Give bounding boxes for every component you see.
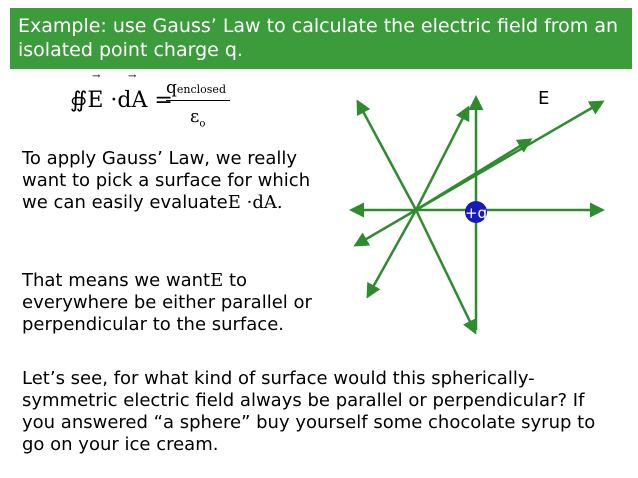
paragraph-3-text: Let’s see, for what kind of surface woul…: [22, 368, 596, 455]
point-charge: [465, 201, 487, 223]
field-line-8: [414, 209, 477, 335]
slide-title: Example: use Gauss’ Law to calculate the…: [10, 8, 632, 69]
numerator-sub: enclosed: [176, 83, 226, 96]
paragraph-2: That means we wantE to everywhere be eit…: [22, 270, 322, 336]
field-line-1: [356, 99, 418, 211]
formula-lhs: ∯E ·dA =: [70, 88, 173, 113]
paragraph-2-symbol: E: [210, 270, 224, 291]
field-line-2: [414, 105, 470, 211]
paragraph-3: Let’s see, for what kind of surface woul…: [22, 368, 622, 456]
fraction-line: [166, 100, 230, 101]
paragraph-1: To apply Gauss’ Law, we really want to p…: [22, 148, 312, 214]
gauss-law-formula: → → ∯E ·dA = qenclosed εo: [70, 71, 250, 139]
numerator-main: q: [166, 78, 177, 98]
formula-numerator: qenclosed: [166, 78, 226, 98]
denominator-sub: o: [199, 118, 206, 130]
field-label: E: [538, 88, 550, 109]
paragraph-2-before: That means we want: [22, 270, 211, 291]
vector-arrow-icon: →: [128, 71, 137, 82]
field-line-7: [366, 209, 418, 299]
denominator-main: ε: [190, 106, 200, 127]
field-line-5: [353, 208, 417, 247]
title-text: Example: use Gauss’ Law to calculate the…: [18, 15, 619, 61]
paragraph-1-text: To apply Gauss’ Law, we really want to p…: [22, 148, 311, 213]
field-diagram: +q: [349, 95, 605, 335]
paragraph-2-after: to everywhere be either parallel or perp…: [22, 270, 312, 335]
vector-arrow-icon: →: [92, 71, 101, 82]
charge-label: +q: [465, 204, 487, 222]
paragraph-1-expr: E ·dA.: [227, 192, 283, 213]
field-line-9: [415, 138, 533, 212]
formula-denominator: εo: [190, 106, 205, 130]
